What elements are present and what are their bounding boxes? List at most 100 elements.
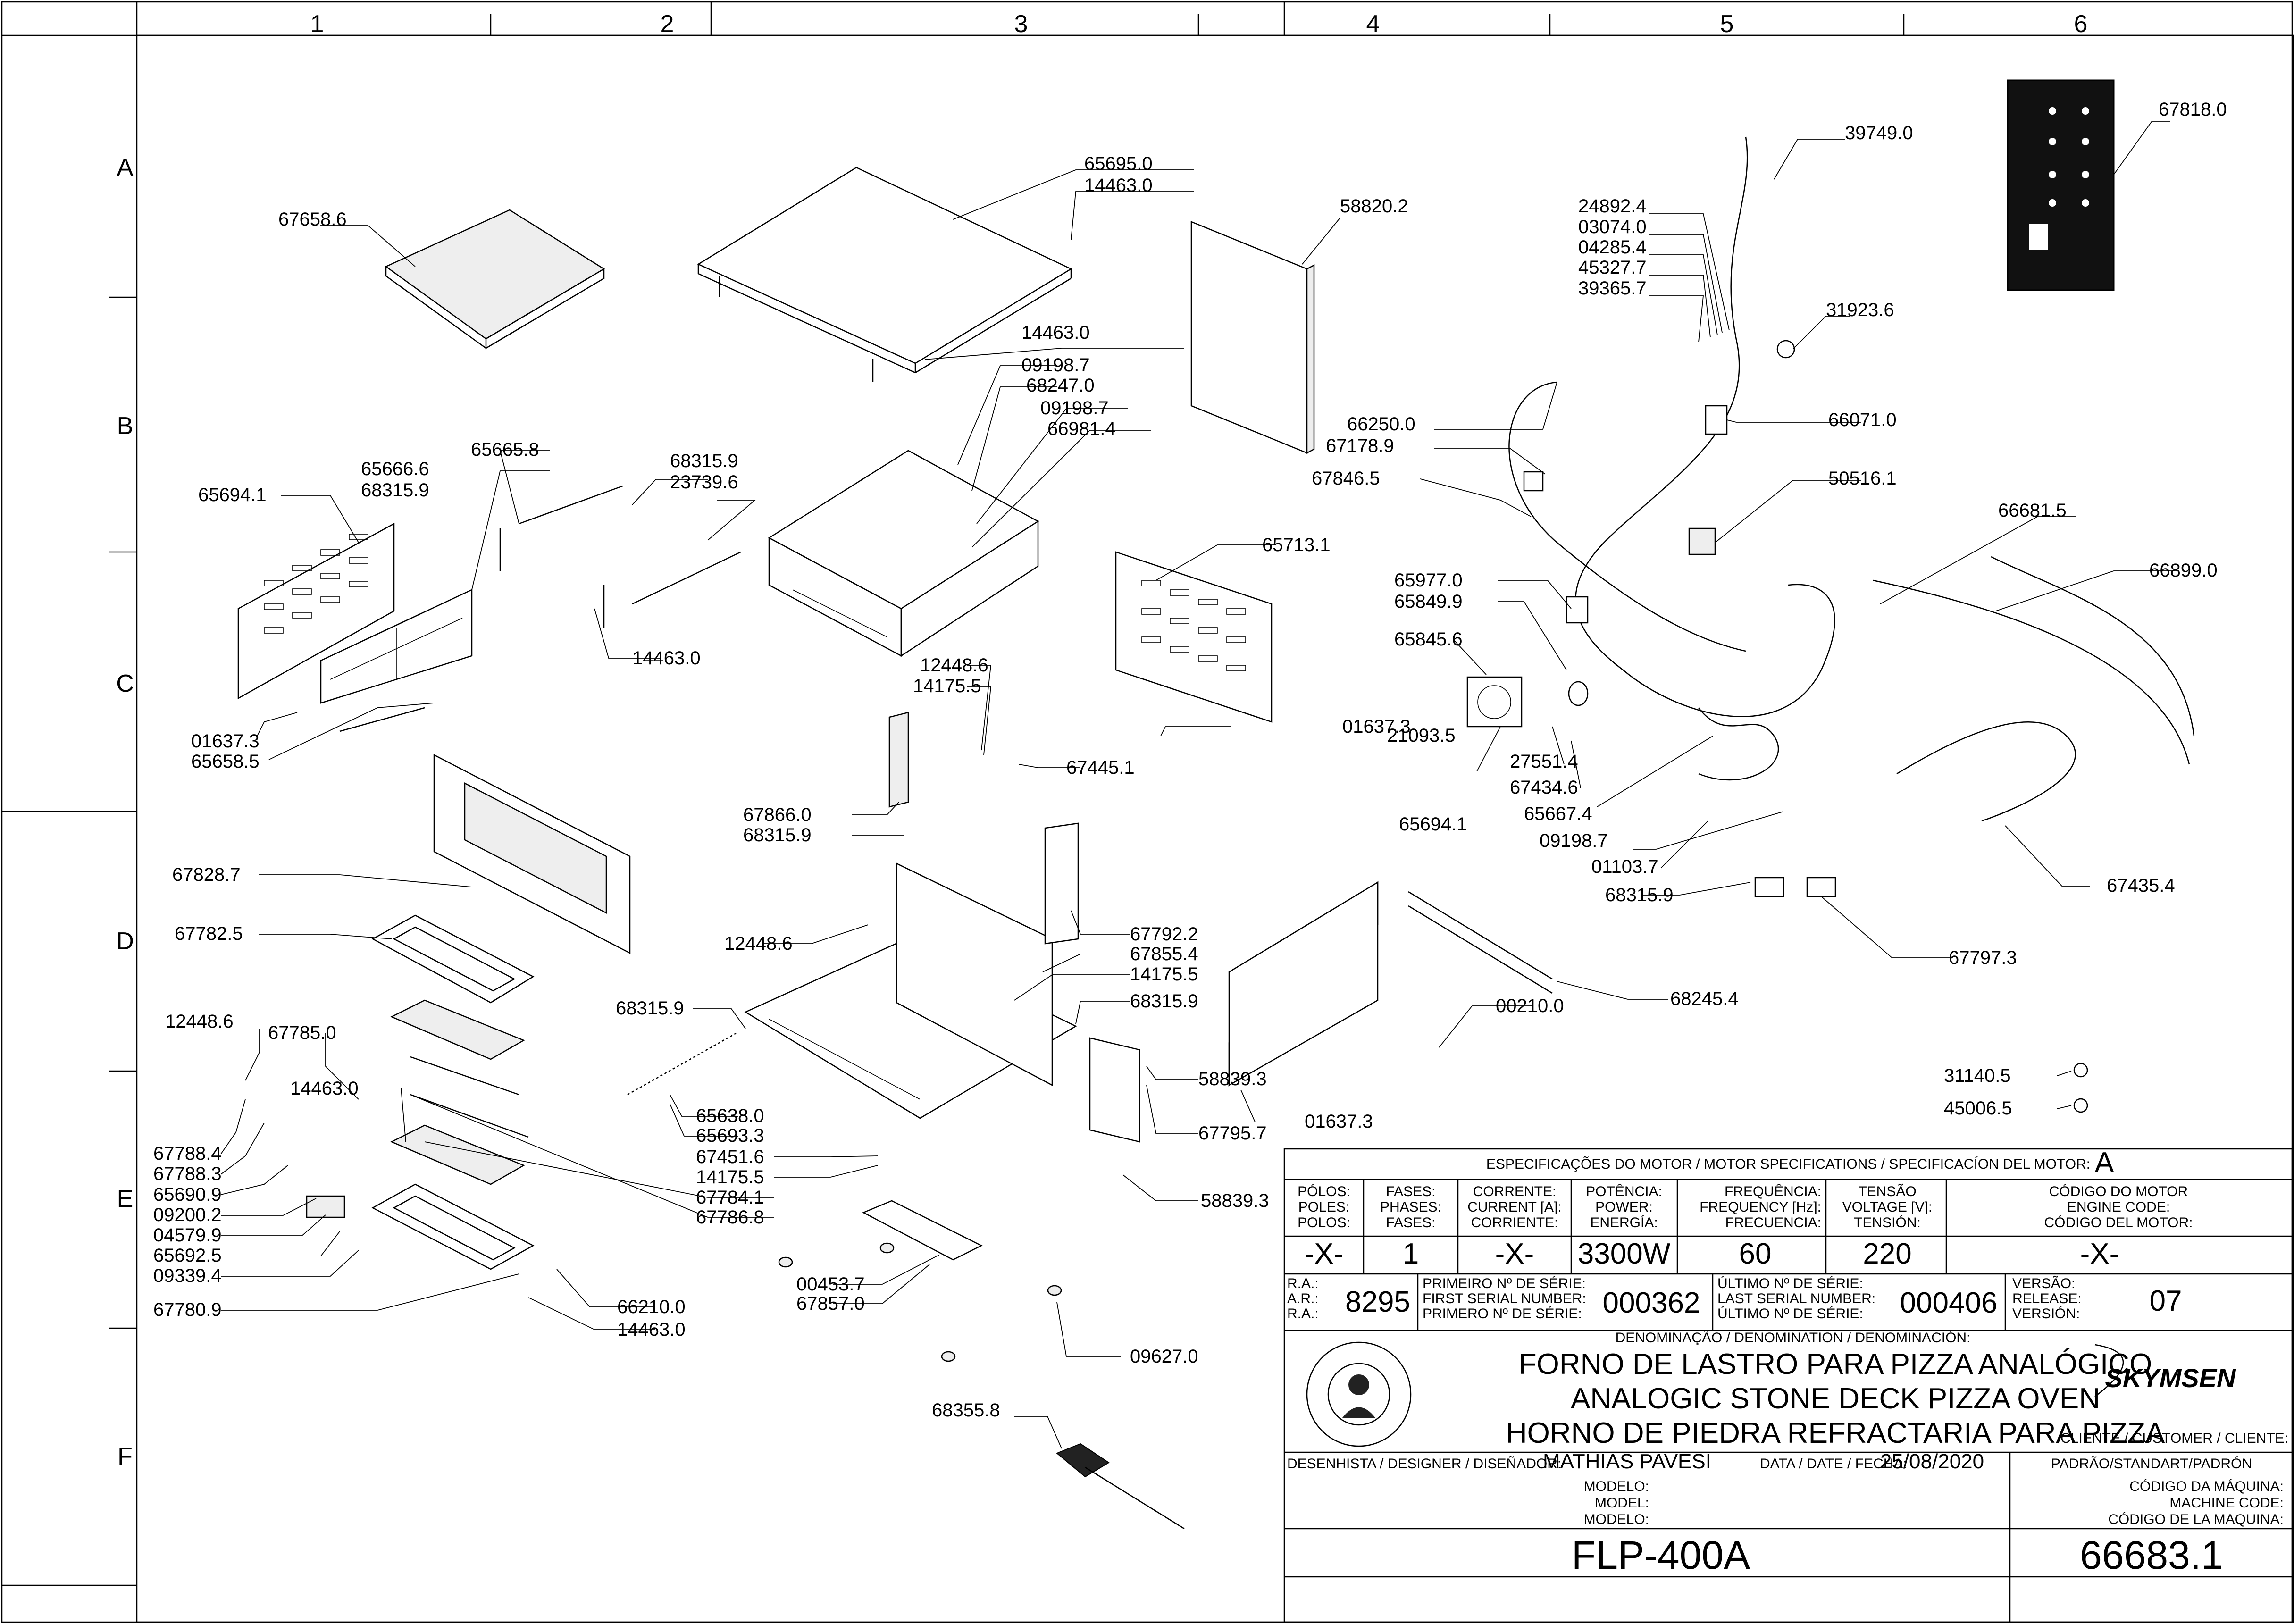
- part-label: 65695.0: [1084, 153, 1153, 174]
- poles-value: -X-: [1305, 1238, 1344, 1270]
- grid-row-b: B: [117, 412, 134, 440]
- part-label: 14463.0: [1084, 175, 1153, 196]
- first-serial-header: PRIMEIRO Nº DE SÉRIE:: [1423, 1276, 1586, 1291]
- part-label: 00210.0: [1496, 996, 1564, 1016]
- voltage-header: TENSIÓN:: [1854, 1215, 1921, 1231]
- part-label: 67786.8: [696, 1207, 764, 1228]
- part-label: 65666.6: [361, 459, 429, 479]
- phases-value: 1: [1403, 1238, 1419, 1270]
- denomination-en: ANALOGIC STONE DECK PIZZA OVEN: [1571, 1382, 2100, 1415]
- part-label: 39365.7: [1578, 278, 1647, 299]
- grid-row-e: E: [117, 1185, 134, 1213]
- part-label: 68315.9: [361, 480, 429, 501]
- part-control-panel: [2007, 79, 2115, 291]
- part-label: 12448.6: [165, 1011, 234, 1032]
- part-lower-drawer: [306, 1183, 535, 1270]
- part-label: 14463.0: [632, 648, 701, 669]
- grid-col-5: 5: [1720, 10, 1734, 38]
- current-header: CURRENT [A]:: [1467, 1199, 1561, 1215]
- model-value: FLP-400A: [1572, 1533, 1750, 1577]
- part-label: 67178.9: [1326, 435, 1394, 456]
- grid-col-6: 6: [2074, 10, 2088, 38]
- frequency-header: FRECUENCIA:: [1725, 1215, 1821, 1231]
- part-drawer-tray: [371, 914, 535, 1004]
- denomination-pt: FORNO DE LASTRO PARA PIZZA ANALÓGICO: [1519, 1348, 2152, 1381]
- first-serial-header: FIRST SERIAL NUMBER:: [1423, 1291, 1586, 1306]
- part-label: 66899.0: [2149, 560, 2218, 581]
- part-label: 67658.6: [278, 209, 347, 230]
- part-stone-plates: [390, 999, 529, 1185]
- power-header: POTÊNCIA:: [1586, 1184, 1662, 1199]
- part-label: 14463.0: [617, 1319, 686, 1340]
- part-label: 68245.4: [1670, 988, 1739, 1009]
- part-label: 65638.0: [696, 1105, 764, 1126]
- version-header: VERSIÓN:: [2012, 1306, 2080, 1322]
- part-label: 04285.4: [1578, 237, 1647, 258]
- engine-code-value: -X-: [2080, 1238, 2119, 1270]
- date-value: 25/08/2020: [1880, 1450, 1984, 1473]
- part-label: 09198.7: [1540, 830, 1608, 851]
- last-serial-header: ÚLTIMO Nº DE SÉRIE:: [1717, 1276, 1863, 1291]
- part-label: 68315.9: [1605, 885, 1674, 905]
- part-label: 03074.0: [1578, 217, 1647, 237]
- part-label: 66210.0: [617, 1297, 686, 1317]
- denomination-es: HORNO DE PIEDRA REFRACTARIA PARA PIZZA: [1506, 1417, 2165, 1449]
- part-top-cover: [697, 167, 1072, 382]
- part-label: 14175.5: [696, 1167, 764, 1188]
- part-label: 31923.6: [1826, 300, 1894, 320]
- last-serial-value: 000406: [1900, 1287, 1998, 1319]
- part-label: 67435.4: [2107, 875, 2175, 896]
- part-label: 27551.4: [1510, 751, 1578, 772]
- part-label: 14463.0: [1021, 322, 1090, 343]
- part-left-panel-vented: [237, 522, 395, 700]
- phases-header: PHASES:: [1380, 1199, 1441, 1215]
- part-label: 66071.0: [1828, 410, 1897, 430]
- part-label: 58820.2: [1340, 196, 1408, 217]
- part-wiring-harness: [1508, 136, 2195, 822]
- part-label: 67785.0: [268, 1022, 336, 1043]
- part-label: 12448.6: [724, 933, 793, 954]
- part-label: 67788.4: [153, 1143, 222, 1164]
- grid-column-markers: 1 2 3 4 5 6: [136, 2, 2292, 38]
- engine-code-header: ENGINE CODE:: [2067, 1199, 2170, 1215]
- version-header: VERSÃO:: [2012, 1275, 2075, 1291]
- brand-logo: SKYMSEN: [2094, 1344, 2236, 1397]
- part-label: 65692.5: [153, 1245, 222, 1266]
- ra-header: R.A.:: [1287, 1276, 1319, 1291]
- brand-name: SKYMSEN: [2105, 1363, 2236, 1393]
- part-labels: 67658.6 65695.0 14463.0 14463.0 58820.2 …: [153, 99, 2227, 1421]
- first-serial-header: PRIMERO Nº DE SÉRIE:: [1423, 1306, 1582, 1322]
- part-label: 67788.3: [153, 1164, 222, 1184]
- part-label: 67792.2: [1130, 924, 1198, 945]
- part-label: 45006.5: [1944, 1098, 2012, 1119]
- part-label: 65658.5: [191, 751, 260, 772]
- power-value: 3300W: [1578, 1238, 1671, 1270]
- part-label: 67784.1: [696, 1187, 764, 1208]
- part-label: 65694.1: [198, 485, 267, 505]
- frequency-header: FREQUENCY [Hz]:: [1700, 1199, 1821, 1215]
- title-block: ESPECIFICAÇÕES DO MOTOR / MOTOR SPECIFIC…: [1283, 1147, 2293, 1623]
- part-label: 65713.1: [1262, 535, 1331, 555]
- grid-col-1: 1: [310, 10, 324, 38]
- part-label: 00453.7: [796, 1274, 865, 1295]
- designer-header: DESENHISTA / DESIGNER / DISEÑADOR:: [1287, 1456, 1561, 1472]
- grid-row-c: C: [116, 670, 134, 697]
- machine-code-header: CÓDIGO DE LA MAQUINA:: [2108, 1512, 2284, 1527]
- power-header: ENERGÍA:: [1590, 1215, 1658, 1231]
- part-label: 65977.0: [1394, 570, 1463, 591]
- part-label: 31140.5: [1944, 1065, 2011, 1086]
- phases-header: FASES:: [1386, 1215, 1435, 1231]
- part-label: 65690.9: [153, 1184, 222, 1205]
- part-label: 67451.6: [696, 1147, 764, 1167]
- grid-row-f: F: [117, 1443, 133, 1470]
- part-label: 66250.0: [1347, 414, 1415, 435]
- grid-col-3: 3: [1014, 10, 1028, 38]
- part-handle: [1056, 1443, 1185, 1530]
- part-label: 67795.7: [1198, 1123, 1267, 1144]
- part-label: 65693.3: [696, 1125, 764, 1146]
- part-label: 21093.5: [1387, 725, 1456, 746]
- part-label: 67782.5: [175, 923, 243, 944]
- machine-code-value: 66683.1: [2080, 1533, 2223, 1577]
- model-header: MODEL:: [1595, 1495, 1649, 1511]
- part-label: 68247.0: [1026, 375, 1095, 396]
